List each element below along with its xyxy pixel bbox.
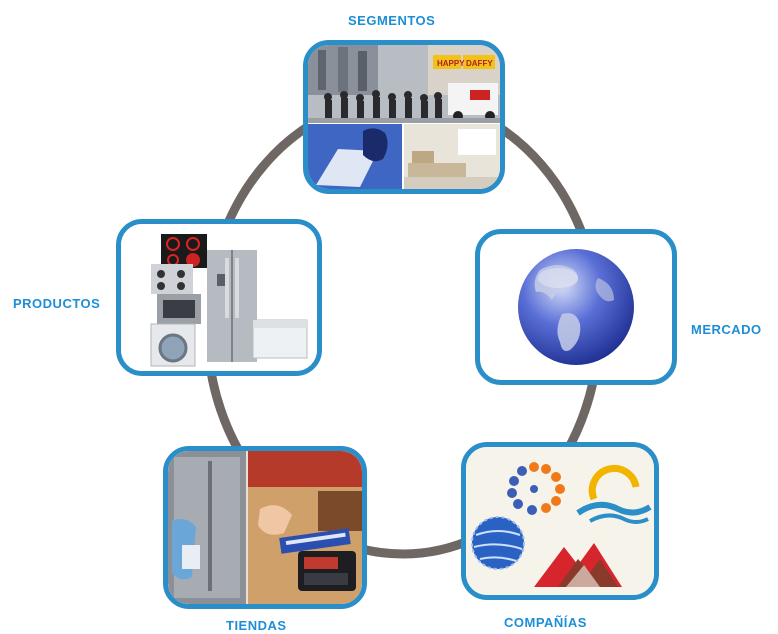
node-productos[interactable]	[116, 219, 322, 376]
appliances-image	[121, 224, 317, 371]
dots-logo	[507, 462, 565, 515]
street-scene-image: HAPPY DAFFY	[308, 45, 500, 189]
label-productos: PRODUCTOS	[13, 296, 101, 311]
label-segmentos: SEGMENTOS	[348, 13, 436, 28]
sphere-logo	[471, 516, 525, 570]
node-companias[interactable]	[461, 442, 659, 600]
node-segmentos[interactable]: HAPPY DAFFY	[303, 40, 505, 194]
label-tiendas: TIENDAS	[226, 618, 287, 633]
company-logos-image	[466, 447, 654, 595]
street-sign-happy: HAPPY	[437, 59, 465, 68]
label-companias: COMPAÑÍAS	[504, 615, 587, 630]
sun-wave-logo	[576, 464, 652, 524]
mountains-logo	[534, 543, 622, 587]
node-tiendas[interactable]	[163, 446, 367, 609]
node-mercado[interactable]	[475, 229, 677, 385]
globe-icon	[518, 249, 634, 365]
street-sign-daffy: DAFFY	[466, 59, 493, 68]
store-payment-image	[168, 451, 362, 604]
label-mercado: MERCADO	[691, 322, 762, 337]
